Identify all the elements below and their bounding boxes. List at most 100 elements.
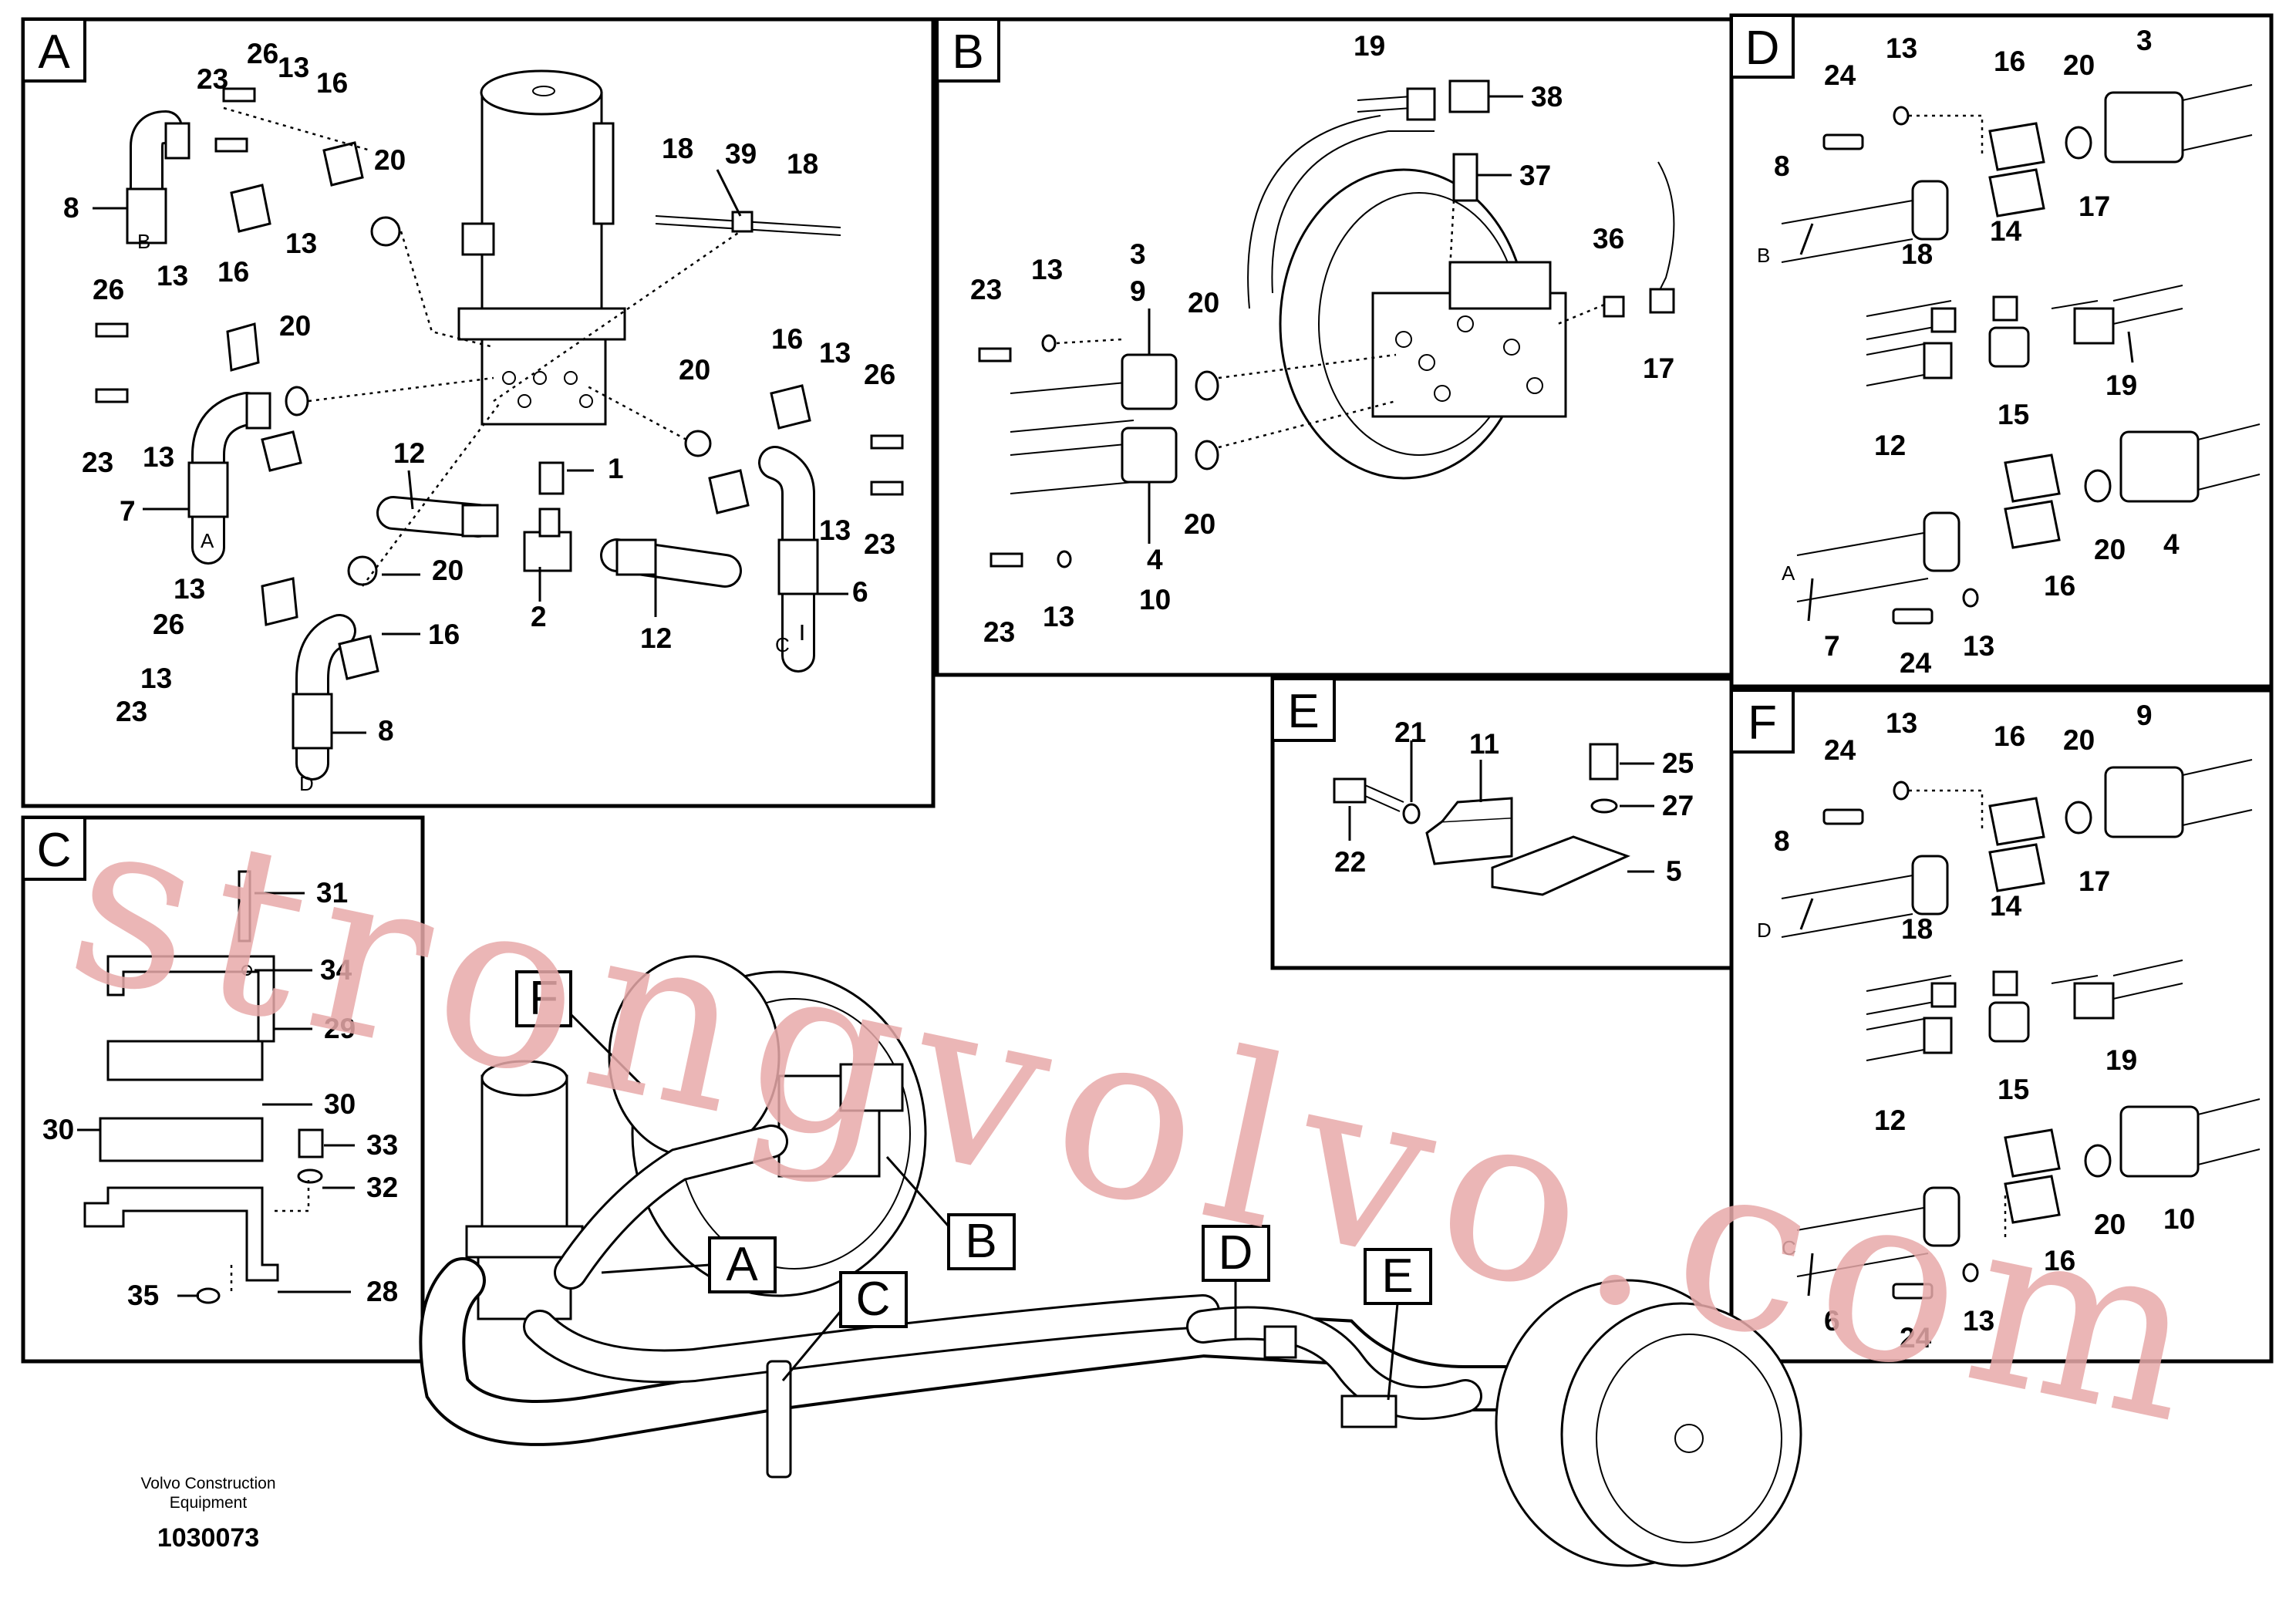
label: 12	[393, 437, 425, 469]
label: 13	[157, 260, 188, 292]
label: 15	[1998, 399, 2029, 430]
label: 6	[1824, 1305, 1840, 1337]
label: 7	[120, 495, 136, 527]
label: 2	[531, 601, 547, 632]
label: B	[137, 230, 150, 253]
callout-a: A	[726, 1238, 758, 1291]
callout-f: F	[529, 972, 558, 1025]
label: 6	[852, 576, 868, 608]
label: 26	[93, 274, 124, 305]
label: 33	[366, 1129, 398, 1161]
label: 27	[1662, 790, 1694, 821]
brand-line-2: Equipment	[170, 1494, 248, 1512]
label: 22	[1334, 846, 1366, 878]
label: 8	[63, 192, 79, 224]
label: 19	[2106, 369, 2137, 401]
label: 19	[1354, 30, 1385, 62]
label: 37	[1519, 160, 1551, 191]
callout-e: E	[1381, 1249, 1413, 1303]
label: 38	[1531, 81, 1563, 113]
label: D	[299, 772, 314, 795]
label: C	[1782, 1236, 1796, 1259]
label: 13	[1963, 630, 1994, 662]
label: 20	[432, 555, 464, 586]
label: 18	[662, 133, 693, 164]
label: 23	[864, 528, 895, 560]
label: C	[775, 633, 790, 656]
label: 19	[2106, 1044, 2137, 1076]
motor-unit	[457, 69, 626, 426]
label: 25	[1662, 747, 1694, 779]
label: 20	[1188, 287, 1219, 319]
panel-f: F 24 13 16 20	[1729, 688, 2274, 1364]
label: 12	[1874, 430, 1906, 461]
label: 17	[2079, 865, 2110, 897]
label: 13	[143, 441, 174, 473]
label: 12	[1874, 1104, 1906, 1136]
label: 20	[2063, 49, 2095, 81]
label: D	[1757, 919, 1772, 942]
label: 29	[324, 1013, 356, 1044]
label: 30	[42, 1114, 74, 1145]
label: 13	[1886, 32, 1917, 64]
label: 17	[1643, 352, 1674, 384]
panel-b-labels: 19 38 37 36 17 3 9 23 13 20 20 23 13 4 1…	[970, 30, 1674, 648]
label: 9	[2136, 700, 2153, 731]
label: 20	[2063, 724, 2095, 756]
label: 20	[374, 144, 406, 176]
label: 13	[174, 573, 205, 605]
label: 16	[771, 323, 803, 355]
label: A	[201, 529, 214, 552]
panel-a-tag: A	[38, 25, 70, 79]
label: 16	[2044, 570, 2075, 602]
panel-b: B	[935, 17, 1734, 677]
label: 23	[82, 447, 113, 478]
label: 16	[1994, 46, 2025, 77]
panel-d: D 24 13 16 20	[1729, 13, 2274, 689]
panel-e: E 21 11 25 27 22 5	[1270, 676, 1734, 970]
panel-f-tag: F	[1748, 696, 1777, 750]
label: 32	[366, 1172, 398, 1203]
label: 17	[2079, 191, 2110, 222]
label: 39	[725, 138, 757, 170]
label: 4	[2163, 528, 2180, 560]
panel-c-tag: C	[37, 824, 72, 877]
overview-callouts: F A B C D E	[515, 970, 1432, 1401]
label: 16	[217, 256, 249, 288]
label: 24	[1824, 59, 1856, 91]
label: 18	[1901, 238, 1933, 270]
panel-c: C 31 34 29 30 30 33 32 35 28	[21, 815, 425, 1364]
callout-b: B	[965, 1215, 996, 1268]
label: 8	[378, 715, 394, 747]
label: 24	[1900, 1322, 1932, 1354]
label: 16	[428, 619, 460, 650]
label: 14	[1990, 215, 2022, 247]
label: 7	[1824, 630, 1840, 662]
label: 5	[1666, 855, 1682, 887]
label: 26	[864, 359, 895, 390]
panel-b-tag: B	[952, 25, 983, 79]
label: 8	[1774, 150, 1790, 182]
label: 8	[1774, 825, 1790, 857]
label: 20	[1184, 508, 1215, 540]
label: 20	[279, 310, 311, 342]
label: 20	[2094, 1209, 2126, 1240]
final-drive	[1247, 115, 1567, 480]
label: 11	[1469, 728, 1499, 760]
label: 4	[1147, 544, 1163, 575]
label: 23	[970, 274, 1002, 305]
brand-line-1: Volvo Construction	[140, 1475, 275, 1492]
label: 13	[819, 337, 851, 369]
label: 13	[1043, 601, 1074, 632]
label: 13	[278, 52, 309, 83]
label: 13	[1963, 1305, 1994, 1337]
label: 16	[2044, 1245, 2075, 1276]
label: 13	[819, 514, 851, 546]
label: 26	[247, 38, 278, 69]
label: 23	[116, 696, 147, 727]
label: 36	[1593, 223, 1624, 255]
label: 26	[153, 609, 184, 640]
label: 18	[1901, 913, 1933, 945]
panel-a-labels: 26 23 13 16 8 B 20 13 18 39 18 26 13 16 …	[63, 38, 895, 795]
label: 24	[1900, 647, 1932, 679]
